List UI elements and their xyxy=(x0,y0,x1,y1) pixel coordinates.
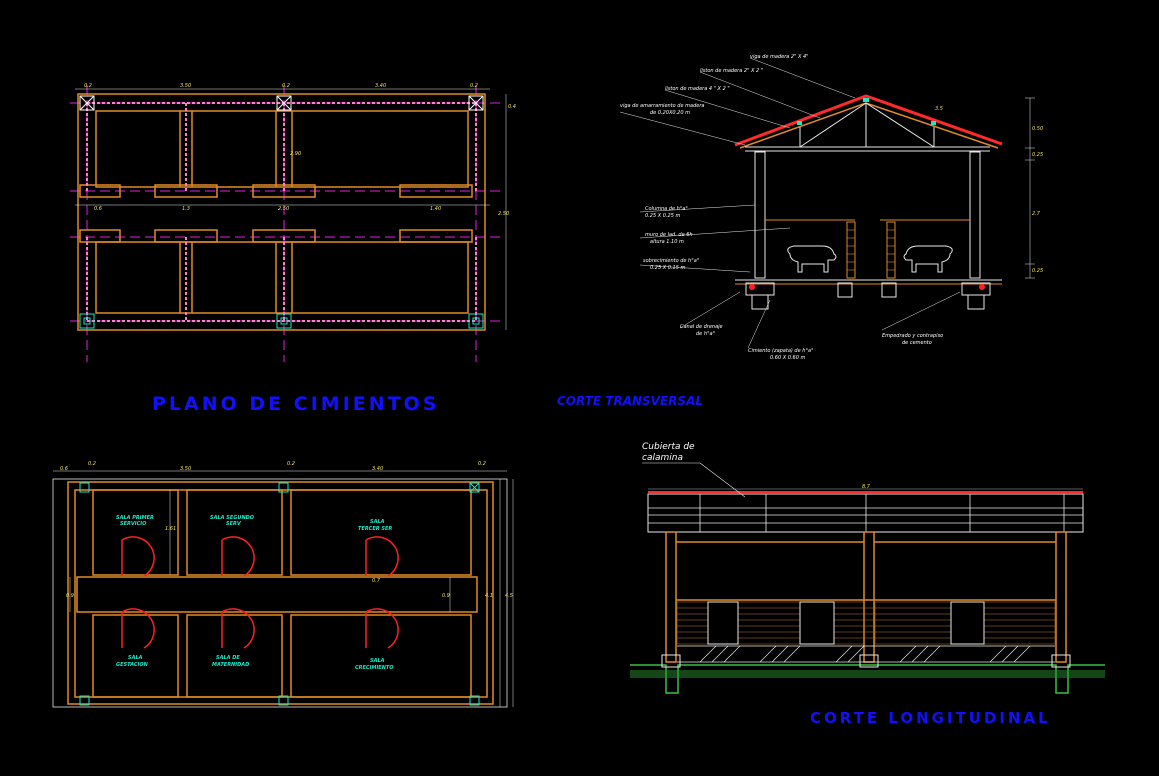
label-canal-0: Canal de drenaje xyxy=(680,324,723,330)
floor-dim-top-2: 3.50 xyxy=(180,466,191,472)
longitudinal-frame xyxy=(665,531,1067,663)
foundation-columns xyxy=(79,95,484,329)
foundation-dim-right-1: 2.50 xyxy=(498,211,509,217)
floor-dim-side-2: 0.7 xyxy=(372,578,381,584)
label-sobrecimiento-1: 0.25 X 0.15 m xyxy=(650,265,685,271)
roof-note-leader xyxy=(699,462,746,498)
transverse-dim-1: 0.25 xyxy=(1032,152,1043,158)
transverse-foundation xyxy=(735,279,1002,310)
label-cimiento-1: 0.60 X 0.60 m xyxy=(770,355,805,361)
label-canal-1: de h°a° xyxy=(696,331,716,337)
floor-plan-dimension-lines xyxy=(53,470,514,707)
room-label-1a: SALA SEGUNDO xyxy=(210,515,255,521)
transverse-roof xyxy=(734,94,1003,152)
floor-dim-top-0: 0.6 xyxy=(60,466,68,472)
foundation-dim-mid-1: 1.3 xyxy=(182,206,190,212)
foundation-center-hatch xyxy=(86,102,477,322)
label-muro-1: altura 1.10 m xyxy=(650,239,684,245)
pig-illustration xyxy=(787,245,953,273)
floor-dim-top-5: 0.2 xyxy=(478,461,486,467)
floor-dim-side-5: 4.5 xyxy=(505,593,513,599)
room-label-0a: SALA PRIMER xyxy=(116,515,154,521)
foundation-dim-top-2: 0.2 xyxy=(282,83,290,89)
floor-dim-side-1: 1.61 xyxy=(165,526,176,532)
floor-plan-columns xyxy=(79,482,480,706)
longitudinal-brick-wall xyxy=(676,601,1056,663)
label-liston-madera-a: liston de madera 2" X 2 " xyxy=(700,68,763,74)
label-empedrado-1: de cemento xyxy=(902,340,932,346)
foundation-plan: 0.2 3.50 0.2 3.40 0.2 0.6 1.3 2.50 1.40 … xyxy=(70,83,516,415)
room-label-0b: SERVICIO xyxy=(120,521,147,527)
room-label-4b: MATERNIDAD xyxy=(212,662,249,668)
floor-dim-side-0: 0.9 xyxy=(66,593,74,599)
foundation-walls xyxy=(77,93,486,331)
label-muro-0: muro de lad. de 6h xyxy=(645,232,693,238)
transverse-partitions xyxy=(765,219,970,279)
label-viga-amarre-0: viga de amarramiento de madera xyxy=(620,103,704,109)
label-liston-madera-b: liston de madera 4 " X 2 " xyxy=(665,86,730,92)
foundation-dim-right-0: 0.4 xyxy=(508,104,516,110)
room-label-2a: SALA xyxy=(370,519,385,525)
transverse-dimension-lines xyxy=(1025,97,1035,279)
roof-note-0: Cubierta de xyxy=(642,442,695,452)
transverse-dim-3: 0.25 xyxy=(1032,268,1043,274)
transverse-section-title: CORTE TRANSVERSAL xyxy=(557,394,703,408)
label-cimiento-0: Cimiento (zapata) de h°a° xyxy=(748,348,814,354)
label-columna-0: Columna de h°a° xyxy=(645,206,688,212)
floor-plan-doors xyxy=(121,536,399,649)
roof-note-1: calamina xyxy=(642,453,683,463)
floor-plan-outline xyxy=(52,478,508,708)
transverse-leader-lines xyxy=(619,57,961,349)
foundation-dim-top-0: 0.2 xyxy=(84,83,92,89)
transverse-columns xyxy=(754,151,981,279)
foundation-plan-title: PLANO DE CIMIENTOS xyxy=(152,393,439,415)
floor-dim-side-4: 4.1 xyxy=(485,593,493,599)
room-label-4a: SALA DE xyxy=(216,655,240,661)
transverse-dim-2: 2.7 xyxy=(1032,211,1041,217)
room-label-3b: GESTACION xyxy=(116,662,149,668)
floor-dim-top-3: 0.2 xyxy=(287,461,295,467)
foundation-dim-inner: 2.90 xyxy=(290,151,301,157)
foundation-dim-mid-2: 2.50 xyxy=(278,206,289,212)
longitudinal-roof xyxy=(647,491,1084,533)
floor-dim-top-1: 0.2 xyxy=(88,461,96,467)
room-label-2b: TERCER SER xyxy=(358,526,392,532)
longitudinal-length-dim: 8.7 xyxy=(862,484,871,490)
foundation-dim-mid-3: 1.40 xyxy=(430,206,441,212)
transverse-dim-0: 0.50 xyxy=(1032,126,1043,132)
label-empedrado-0: Empedrado y contrapiso xyxy=(882,333,943,339)
longitudinal-ground xyxy=(630,654,1105,694)
room-label-1b: SERV xyxy=(226,521,242,527)
label-sobrecimiento-0: sobrecimiento de h°a° xyxy=(643,258,700,264)
foundation-dim-mid-0: 0.6 xyxy=(94,206,102,212)
foundation-dim-top-4: 0.2 xyxy=(470,83,478,89)
room-label-5a: SALA xyxy=(370,658,385,664)
longitudinal-section-title: CORTE LONGITUDINAL xyxy=(810,709,1051,727)
room-label-3a: SALA xyxy=(128,655,143,661)
floor-plan-walls xyxy=(67,481,494,705)
label-columna-1: 0.25 X 0.25 m xyxy=(645,213,680,219)
transverse-section: 0.50 0.25 2.7 0.25 3.5 viga de madera 2"… xyxy=(557,54,1043,408)
foundation-dimension-lines xyxy=(75,88,507,330)
foundation-dim-top-1: 3.50 xyxy=(180,83,191,89)
longitudinal-section: Cubierta de calamina 8.7 CORTE LONGITUDI… xyxy=(630,442,1105,727)
foundation-dim-top-3: 3.40 xyxy=(375,83,386,89)
label-viga-madera: viga de madera 2" X 4" xyxy=(750,54,808,60)
label-viga-amarre-1: de 0.20X0.20 m xyxy=(650,110,690,116)
floor-dim-side-3: 0.9 xyxy=(442,593,450,599)
floor-dim-top-4: 3.40 xyxy=(372,466,383,472)
room-label-5b: CRECIMIENTO xyxy=(355,665,394,671)
floor-plan: 0.6 0.2 3.50 0.2 3.40 0.2 0.9 1.61 0.7 0… xyxy=(52,461,514,708)
transverse-roof-dim: 3.5 xyxy=(935,106,943,112)
